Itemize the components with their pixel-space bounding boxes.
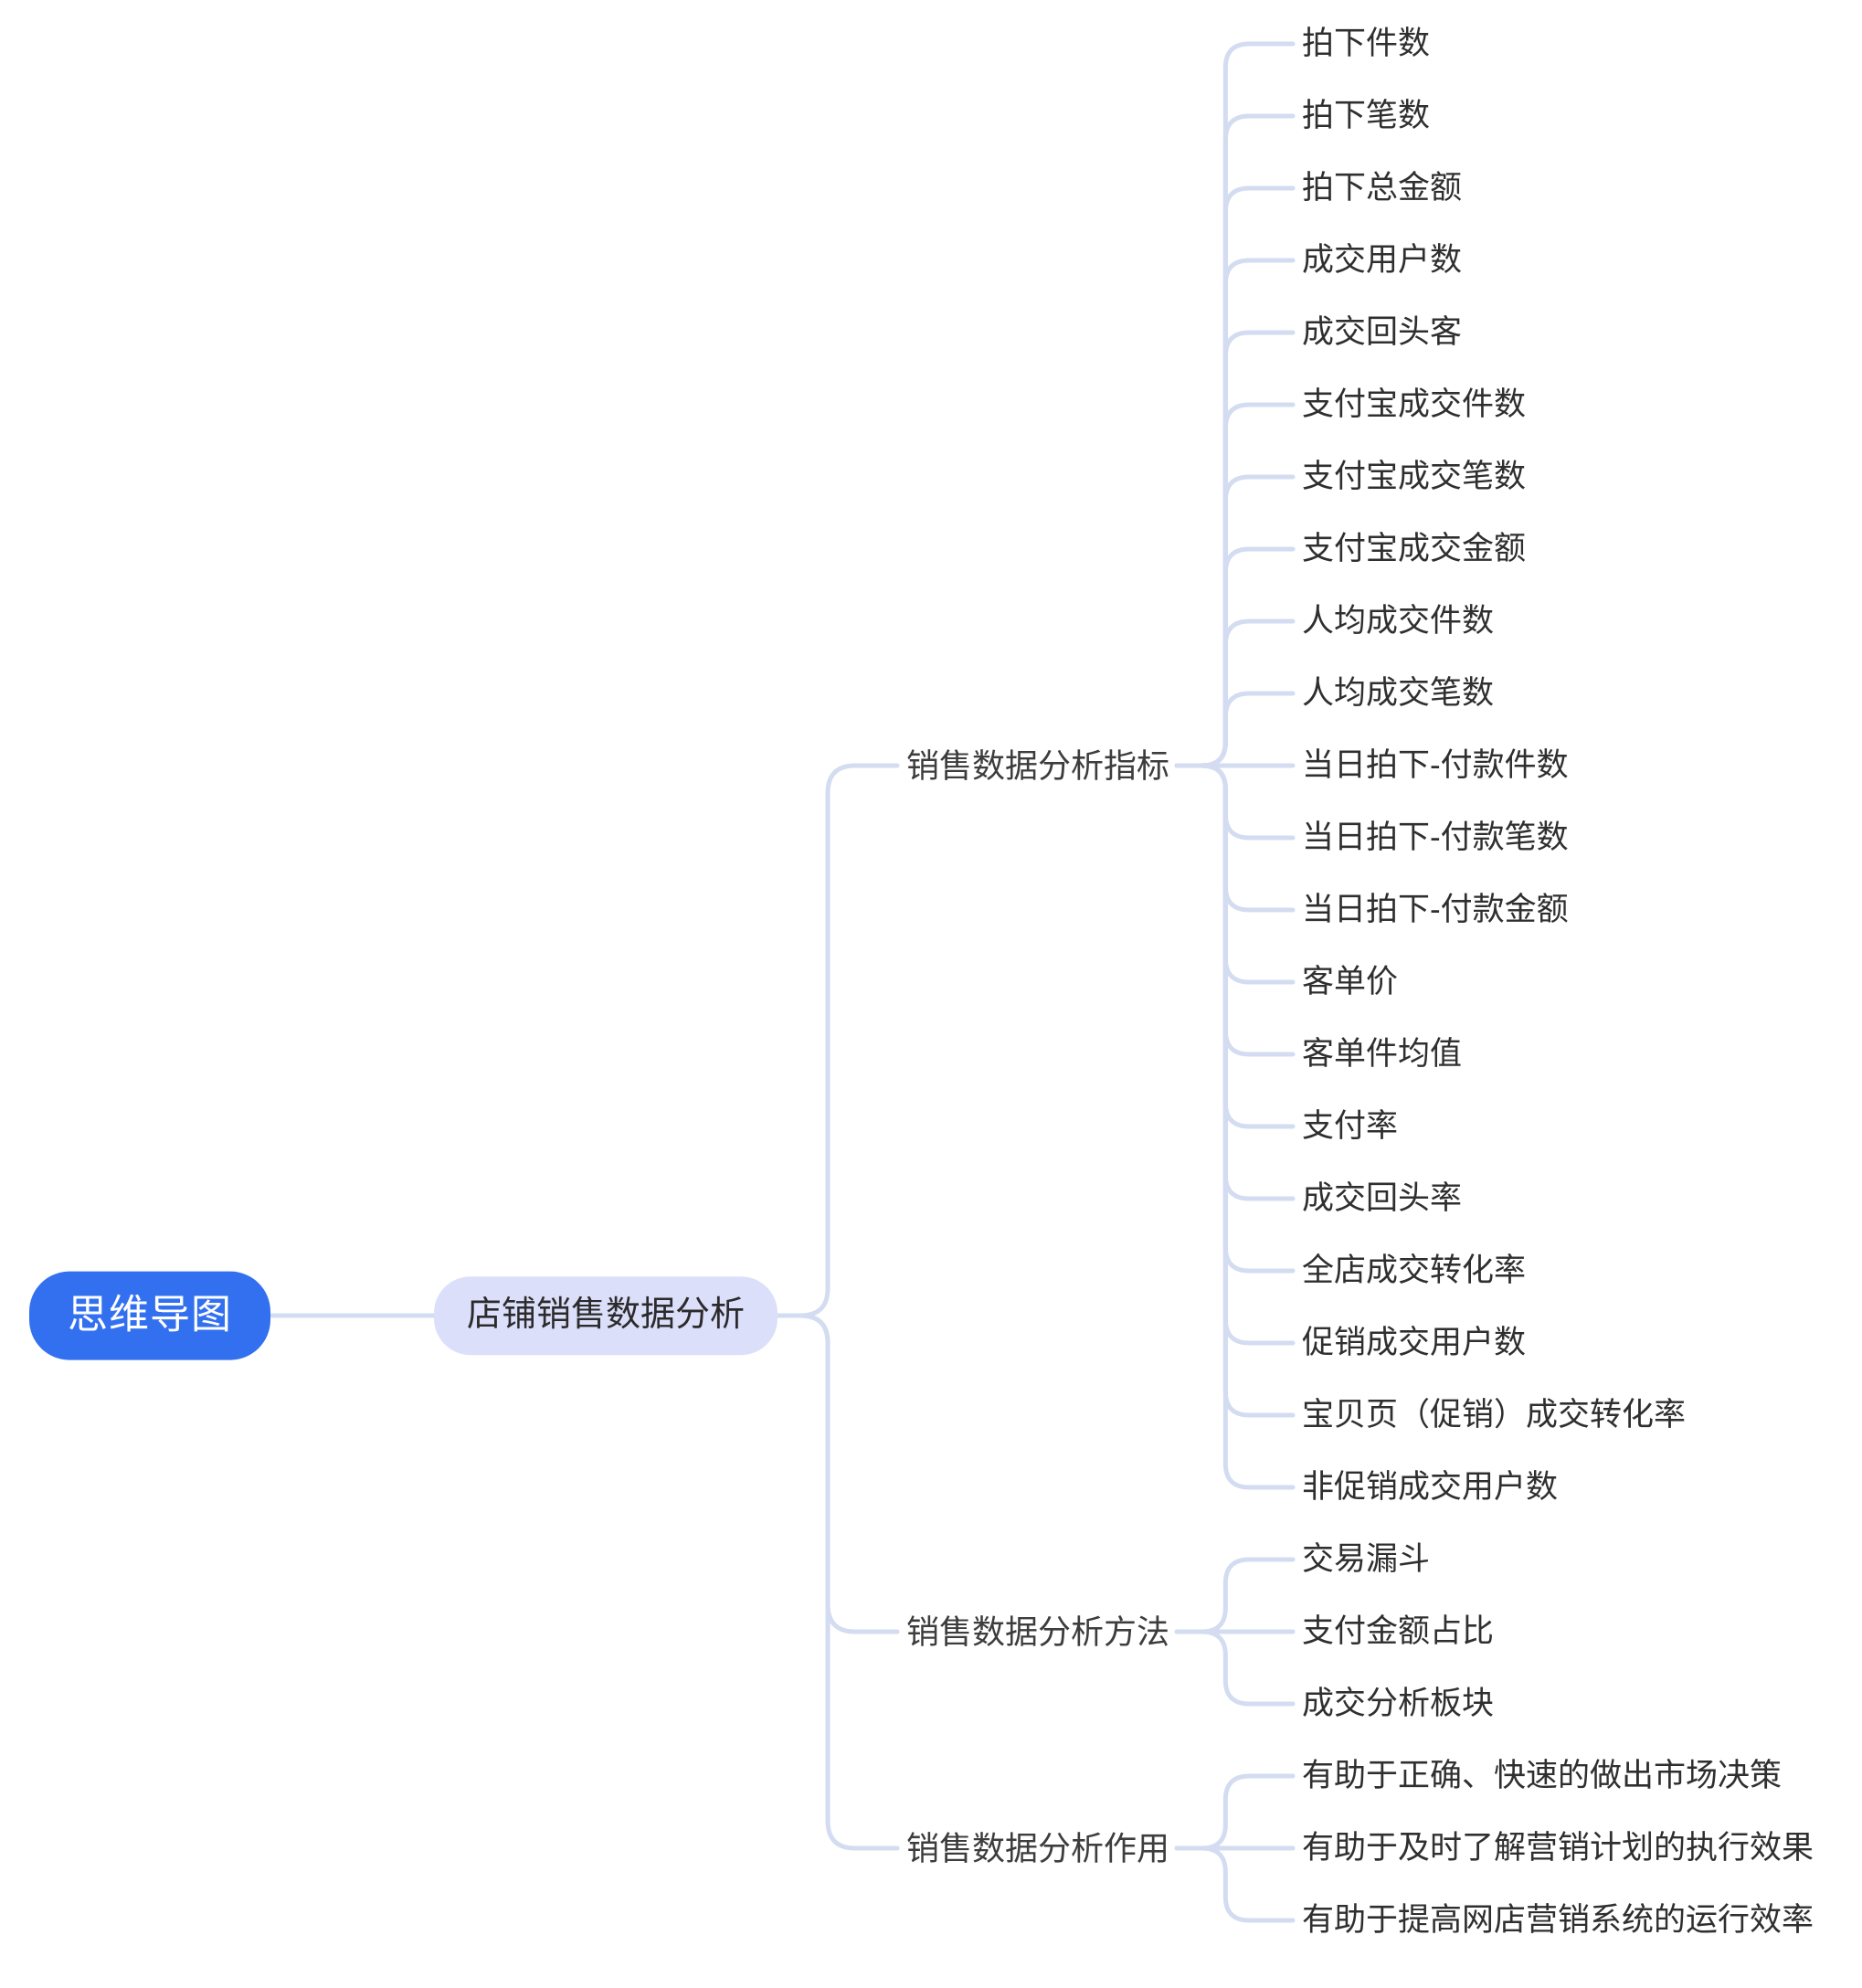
leaf-node-1-18-label: 全店成交转化率 [1302, 1253, 1527, 1288]
leaf-node-1-13-label: 当日拍下-付款金额 [1302, 892, 1569, 927]
connector-line [1174, 763, 1296, 913]
leaf-node-3-3[interactable]: 有助于提高网店营销系统的运行效率 [1300, 1898, 1815, 1942]
connector-line [1174, 258, 1296, 768]
leaf-node-1-15-label: 客单件均值 [1302, 1036, 1463, 1072]
connector-line [775, 1313, 900, 1634]
leaf-node-1-8-label: 支付宝成交金额 [1302, 531, 1527, 566]
leaf-node-1-17-label: 成交回头率 [1302, 1180, 1463, 1216]
leaf-node-1-3-label: 拍下总金额 [1302, 170, 1463, 206]
leaf-node-1-12-label: 当日拍下-付款笔数 [1302, 820, 1569, 855]
connector-line [1174, 41, 1296, 768]
leaf-node-1-4[interactable]: 成交用户数 [1300, 238, 1464, 282]
connector-line [775, 763, 900, 1318]
leaf-node-1-2-label: 拍下笔数 [1302, 98, 1431, 133]
connector-line [1174, 763, 1296, 985]
leaf-node-3-3-label: 有助于提高网店营销系统的运行效率 [1302, 1902, 1814, 1938]
leaf-node-1-14-label: 客单价 [1302, 964, 1399, 999]
leaf-node-1-14[interactable]: 客单价 [1300, 960, 1400, 1004]
connector-line [1174, 185, 1296, 768]
leaf-node-1-5[interactable]: 成交回头客 [1300, 311, 1464, 354]
subbranch-node-3[interactable]: 销售数据分析作用 [905, 1824, 1171, 1871]
connector-line [1174, 1557, 1296, 1634]
leaf-node-1-4-label: 成交用户数 [1302, 242, 1463, 278]
leaf-node-1-1-label: 拍下件数 [1302, 26, 1431, 61]
leaf-node-1-8[interactable]: 支付宝成交金额 [1300, 527, 1528, 571]
leaf-node-1-17[interactable]: 成交回头率 [1300, 1177, 1464, 1221]
subbranch-node-1-label: 销售数据分析指标 [906, 746, 1170, 785]
branch-node-store-sales-analysis[interactable]: 店铺销售数据分析 [434, 1276, 778, 1355]
leaf-node-1-21[interactable]: 非促销成交用户数 [1300, 1465, 1560, 1509]
leaf-node-1-15[interactable]: 客单件均值 [1300, 1032, 1464, 1076]
leaf-node-1-20-label: 宝贝页（促销）成交转化率 [1302, 1397, 1687, 1433]
leaf-node-1-6[interactable]: 支付宝成交件数 [1300, 383, 1528, 427]
leaf-node-1-9-label: 人均成交件数 [1302, 603, 1495, 639]
subbranch-node-2[interactable]: 销售数据分析方法 [905, 1608, 1171, 1655]
leaf-node-3-1-label: 有助于正确、快速的做出市场决策 [1302, 1758, 1783, 1793]
leaf-node-2-1[interactable]: 交易漏斗 [1300, 1538, 1432, 1581]
branch-node-store-sales-analysis-label: 店铺销售数据分析 [467, 1295, 746, 1335]
leaf-node-3-2-label: 有助于及时了解营销计划的执行效果 [1302, 1830, 1814, 1866]
connector-line [1174, 763, 1296, 841]
connector-line [1174, 546, 1296, 768]
connector-line [1174, 763, 1296, 1418]
leaf-node-1-7-label: 支付宝成交笔数 [1302, 459, 1527, 494]
leaf-node-1-16-label: 支付率 [1302, 1108, 1399, 1144]
leaf-node-1-11-label: 当日拍下-付款件数 [1302, 747, 1569, 783]
leaf-node-2-3[interactable]: 成交分析板块 [1300, 1682, 1496, 1726]
leaf-node-1-19[interactable]: 促销成交用户数 [1300, 1321, 1528, 1365]
connector-line [1174, 1845, 1296, 1923]
subbranch-node-1[interactable]: 销售数据分析指标 [905, 742, 1171, 788]
connector-line [1174, 1629, 1296, 1707]
leaf-node-2-1-label: 交易漏斗 [1302, 1541, 1431, 1577]
leaf-node-1-19-label: 促销成交用户数 [1302, 1325, 1527, 1360]
connector-line [1174, 763, 1296, 1274]
leaf-node-1-5-label: 成交回头客 [1302, 314, 1463, 350]
leaf-node-1-12[interactable]: 当日拍下-付款笔数 [1300, 816, 1571, 860]
root-node[interactable]: 思维导图 [29, 1271, 270, 1360]
leaf-node-3-2[interactable]: 有助于及时了解营销计划的执行效果 [1300, 1826, 1815, 1870]
leaf-node-1-13[interactable]: 当日拍下-付款金额 [1300, 888, 1571, 932]
leaf-node-2-2[interactable]: 支付金额占比 [1300, 1610, 1496, 1654]
leaf-node-1-11[interactable]: 当日拍下-付款件数 [1300, 744, 1571, 788]
connector-line [1174, 763, 1296, 1057]
subbranch-node-2-label: 销售数据分析方法 [906, 1613, 1170, 1651]
connector-line [775, 1313, 900, 1851]
connector-line [1174, 763, 1296, 1346]
connector-line [1174, 402, 1296, 768]
connector-line [1174, 113, 1296, 768]
subbranch-node-3-label: 销售数据分析作用 [906, 1829, 1170, 1867]
leaf-node-3-1[interactable]: 有助于正确、快速的做出市场决策 [1300, 1754, 1783, 1798]
leaf-node-2-2-label: 支付金额占比 [1302, 1613, 1495, 1649]
connector-line [1174, 1773, 1296, 1851]
leaf-node-2-3-label: 成交分析板块 [1302, 1686, 1495, 1721]
connector-line [1174, 330, 1296, 768]
connector-line [1174, 691, 1296, 768]
leaf-node-1-3[interactable]: 拍下总金额 [1300, 166, 1464, 210]
connector-line [1174, 763, 1296, 1129]
leaf-node-1-2[interactable]: 拍下笔数 [1300, 94, 1432, 138]
connector-line [1174, 763, 1296, 1490]
leaf-node-1-1[interactable]: 拍下件数 [1300, 22, 1432, 66]
leaf-node-1-21-label: 非促销成交用户数 [1302, 1469, 1559, 1505]
connector-line [1174, 474, 1296, 768]
leaf-node-1-20[interactable]: 宝贝页（促销）成交转化率 [1300, 1393, 1687, 1437]
connector-line [1174, 763, 1296, 1201]
leaf-node-1-18[interactable]: 全店成交转化率 [1300, 1249, 1528, 1293]
leaf-node-1-16[interactable]: 支付率 [1300, 1105, 1400, 1148]
leaf-node-1-10[interactable]: 人均成交笔数 [1300, 671, 1496, 715]
leaf-node-1-9[interactable]: 人均成交件数 [1300, 599, 1496, 643]
root-node-label: 思维导图 [68, 1292, 232, 1338]
leaf-node-1-10-label: 人均成交笔数 [1302, 675, 1495, 711]
connector-line [1174, 619, 1296, 768]
leaf-node-1-7[interactable]: 支付宝成交笔数 [1300, 455, 1528, 499]
leaf-node-1-6-label: 支付宝成交件数 [1302, 386, 1527, 422]
